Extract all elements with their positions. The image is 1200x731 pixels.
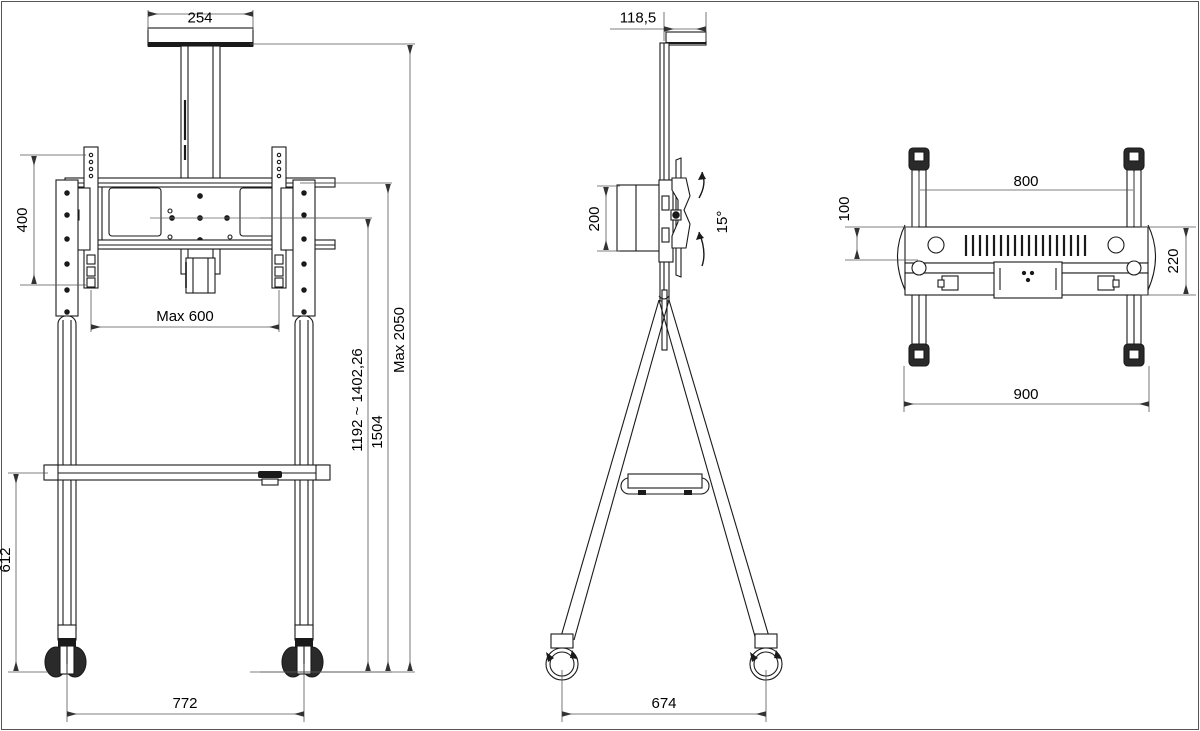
side-view (545, 31, 783, 681)
side-top-plate (665, 31, 707, 46)
side-shelf (620, 473, 710, 495)
dim-200 (597, 185, 620, 252)
dim-max2050 (250, 43, 415, 673)
dim-674 (561, 670, 767, 722)
top-mount-bar (904, 260, 1149, 299)
dim-800 (918, 172, 1135, 226)
top-caster-br (1123, 343, 1145, 367)
dim-label-max2050: Max 2050 (391, 307, 408, 373)
dim-612 (8, 472, 48, 673)
dim-label-900: 900 (1013, 386, 1038, 403)
top-caster-tr (1123, 147, 1145, 171)
dim-100 (845, 226, 918, 261)
dim-label-220: 220 (1165, 248, 1182, 273)
front-crossbars (64, 177, 336, 250)
front-right-leg (292, 179, 316, 641)
dim-label-1504: 1504 (369, 415, 386, 448)
dim-label-772: 772 (172, 695, 197, 712)
front-right-caster (281, 638, 324, 678)
dim-label-1185: 118,5 (620, 9, 656, 26)
dim-label-254: 254 (187, 9, 212, 26)
front-left-leg (55, 179, 79, 641)
dim-label-100: 100 (836, 196, 853, 221)
dimension-text-layer: 254 400 Max 600 1192 ~ 1402,26 1504 Max … (0, 9, 1182, 712)
front-right-bracket-rail (271, 146, 287, 289)
side-left-caster (545, 633, 579, 681)
dim-772 (66, 664, 305, 722)
dim-254 (147, 10, 254, 30)
centre-reference-lines (150, 217, 372, 219)
side-tripod-legs (559, 295, 771, 641)
dimension-layer (8, 10, 1196, 722)
dim-label-15deg: 15° (714, 211, 731, 234)
front-column-mast (180, 45, 221, 294)
front-view (43, 27, 336, 678)
front-left-caster (44, 638, 87, 678)
dim-label-674: 674 (651, 695, 676, 712)
front-top-plate (147, 27, 254, 47)
side-media-box (616, 184, 666, 252)
top-view (897, 147, 1156, 367)
front-shelf-rail (43, 464, 331, 486)
side-tilt-bracket (658, 157, 706, 278)
dim-220 (1140, 226, 1196, 296)
dim-900 (903, 366, 1150, 412)
dim-label-400: 400 (14, 207, 31, 232)
dim-label-max600: Max 600 (156, 308, 214, 325)
dim-400 (20, 154, 86, 286)
top-caster-tl (908, 147, 930, 171)
side-right-caster (749, 633, 783, 681)
dim-1185 (610, 12, 707, 41)
dim-label-800: 800 (1013, 173, 1038, 190)
top-end-caps (897, 224, 1156, 291)
dim-label-612: 612 (0, 547, 14, 572)
dim-label-200: 200 (586, 206, 603, 231)
top-vent-slots (964, 235, 1087, 256)
top-caster-bl (908, 343, 930, 367)
dim-max600 (90, 290, 280, 332)
dim-label-range: 1192 ~ 1402,26 (349, 348, 366, 452)
top-display-body (904, 226, 1149, 264)
